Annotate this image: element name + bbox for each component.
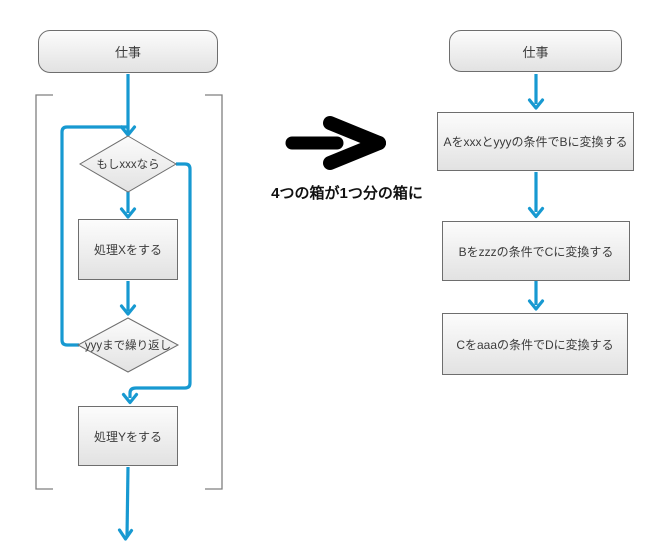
- connector-loopback: [60, 125, 127, 347]
- bold-right-arrow-icon: [285, 116, 386, 170]
- decision2-diamond: [76, 317, 180, 373]
- arrowhead-step3: [527, 299, 545, 311]
- arrowhead-processx: [119, 207, 137, 219]
- decision1-diamond: [79, 135, 177, 193]
- arrowhead-decision2: [119, 304, 137, 316]
- arrowhead-step1: [527, 98, 545, 110]
- arrowhead-exit: [117, 528, 134, 541]
- transform-caption: 4つの箱が1つ分の箱に: [271, 185, 423, 202]
- arrowhead-decision1: [119, 125, 137, 137]
- connector-processy-exit: [125, 466, 130, 538]
- arrowhead-step2: [527, 206, 545, 219]
- right-start-node: 仕事: [449, 30, 622, 72]
- left-start-node: 仕事: [38, 30, 218, 73]
- decision1-label: もしxxxなら: [96, 159, 160, 171]
- process-x-node: 処理Xをする: [78, 219, 178, 280]
- arrowhead-processy: [121, 392, 139, 405]
- right-bracket: [205, 94, 223, 490]
- right-step1-node: Aをxxxとyyyの条件でBに変換する: [437, 112, 634, 171]
- left-bracket: [35, 94, 53, 490]
- right-step3-node: Cをaaaの条件でDに変換する: [442, 313, 628, 375]
- process-y-node: 処理Yをする: [78, 406, 178, 466]
- decision2-label: yyyまで繰り返し: [84, 340, 172, 352]
- right-step2-node: Bをzzzの条件でCに変換する: [442, 221, 630, 281]
- connector-decision1-bypass-to-processy: [128, 162, 192, 398]
